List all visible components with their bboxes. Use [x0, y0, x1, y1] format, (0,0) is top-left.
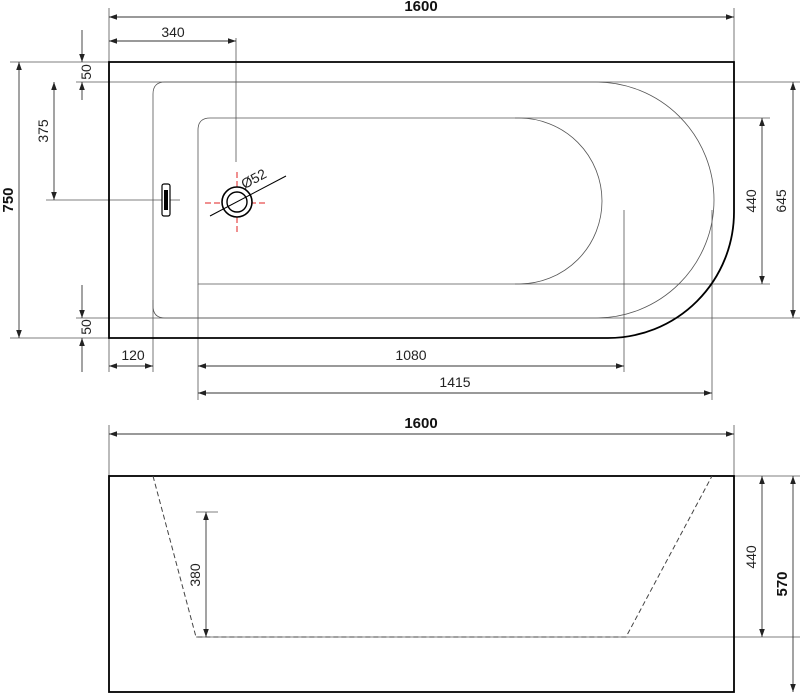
- label-drain-offset: 340: [161, 24, 185, 40]
- label-left-rim: 120: [121, 347, 145, 363]
- label-outer-inner-width: 645: [773, 189, 789, 213]
- label-drain-y: 375: [35, 119, 51, 143]
- rim-inner-top: [152, 81, 715, 319]
- label-total-height: 570: [774, 571, 791, 596]
- tub-outline-side: [108, 475, 735, 693]
- tub-outline-top: [108, 61, 735, 339]
- label-inner-width: 440: [743, 189, 759, 213]
- label-length-top: 1600: [404, 0, 437, 15]
- basin-inner-top: [197, 117, 603, 285]
- label-rim-bottom: 50: [78, 319, 94, 335]
- overflow-slot: [164, 190, 168, 210]
- label-width: 750: [0, 187, 17, 212]
- label-depth: 380: [187, 563, 203, 587]
- label-rim-top: 50: [78, 64, 94, 80]
- label-total-inner-length: 1415: [439, 374, 470, 390]
- side-view: 1600 380 440 570: [108, 415, 800, 693]
- label-inner-height: 440: [743, 545, 759, 569]
- basin-profile-side: [152, 475, 713, 638]
- top-view: 1600 340 750 375 50 50 Ø52 440 645 120 1…: [0, 0, 800, 400]
- label-length-side: 1600: [404, 415, 437, 432]
- drain-icon: [205, 172, 287, 232]
- label-inner-length: 1080: [395, 347, 426, 363]
- label-drain-diameter: Ø52: [238, 165, 269, 192]
